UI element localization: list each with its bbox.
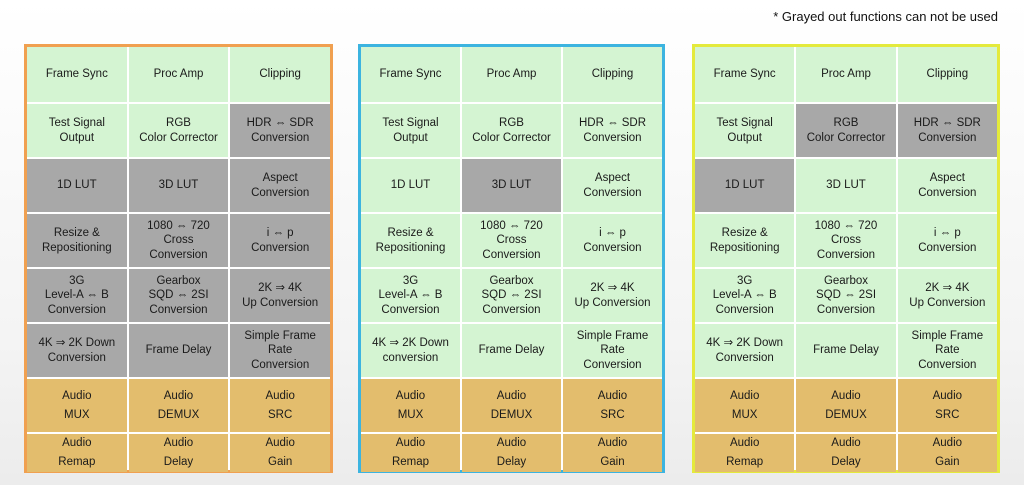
function-cell: Test Signal Output: [695, 104, 795, 157]
function-cell: Audio MUX: [27, 379, 127, 432]
function-cell: Simple Frame Rate Conversion: [563, 324, 662, 377]
function-cell: Aspect Conversion: [897, 159, 997, 212]
function-cell: Gearbox SQD ⇔ 2SI Conversion: [796, 269, 896, 322]
function-cell: HDR ⇔ SDR Conversion: [230, 104, 330, 157]
function-cell: Audio MUX: [361, 379, 460, 432]
function-cell: 4K ⇒ 2K Down Conversion: [695, 324, 795, 377]
function-cell: 1D LUT: [695, 159, 795, 212]
function-cell: Audio Delay: [128, 434, 229, 472]
function-cell: 4K ⇒ 2K Down Conversion: [27, 324, 127, 377]
function-cell: Simple Frame Rate Conversion: [230, 324, 330, 377]
function-cell: HDR ⇔ SDR Conversion: [563, 104, 662, 157]
function-cell: Aspect Conversion: [563, 159, 662, 212]
function-cell: 1080 ⇔ 720 Cross Conversion: [128, 214, 229, 267]
function-cell: 2K ⇒ 4K Up Conversion: [897, 269, 997, 322]
function-cell: Audio Remap: [695, 434, 795, 472]
function-cell: Frame Sync: [695, 47, 795, 102]
function-cell: Audio DEMUX: [462, 379, 561, 432]
function-cell: Aspect Conversion: [230, 159, 330, 212]
function-cell: RGB Color Corrector: [796, 104, 896, 157]
function-cell: Audio SRC: [230, 379, 330, 432]
function-cell: Gearbox SQD ⇔ 2SI Conversion: [128, 269, 229, 322]
function-cell: 3G Level-A ⇔ B Conversion: [695, 269, 795, 322]
function-cell: 3G Level-A ⇔ B Conversion: [361, 269, 460, 322]
function-cell: HDR ⇔ SDR Conversion: [897, 104, 997, 157]
function-cell: Audio DEMUX: [128, 379, 229, 432]
function-cell: Gearbox SQD ⇔ 2SI Conversion: [462, 269, 561, 322]
function-cell: 4K ⇒ 2K Down conversion: [361, 324, 460, 377]
function-cell: i ⇔ p Conversion: [897, 214, 997, 267]
function-cell: 1D LUT: [27, 159, 127, 212]
function-cell: Frame Delay: [128, 324, 229, 377]
function-cell: Audio Delay: [462, 434, 561, 472]
function-cell: Simple Frame Rate Conversion: [897, 324, 997, 377]
function-cell: Resize & Repositioning: [27, 214, 127, 267]
function-cell: 2K ⇒ 4K Up Conversion: [230, 269, 330, 322]
function-cell: Audio Gain: [230, 434, 330, 472]
function-cell: i ⇔ p Conversion: [230, 214, 330, 267]
function-cell: Frame Sync: [361, 47, 460, 102]
function-cell: Frame Sync: [27, 47, 127, 102]
function-cell: 3D LUT: [128, 159, 229, 212]
function-cell: Proc Amp: [462, 47, 561, 102]
grayed-out-note: * Grayed out functions can not be used: [773, 9, 998, 24]
function-cell: Test Signal Output: [27, 104, 127, 157]
function-cell: Audio Delay: [796, 434, 896, 472]
function-cell: Proc Amp: [128, 47, 229, 102]
function-cell: Audio Remap: [361, 434, 460, 472]
function-cell: 3D LUT: [796, 159, 896, 212]
function-cell: Audio SRC: [563, 379, 662, 432]
function-cell: RGB Color Corrector: [462, 104, 561, 157]
function-cell: Test Signal Output: [361, 104, 460, 157]
function-cell: RGB Color Corrector: [128, 104, 229, 157]
function-cell: 3G Level-A ⇔ B Conversion: [27, 269, 127, 322]
function-cell: Audio Remap: [27, 434, 127, 472]
function-cell: Audio SRC: [897, 379, 997, 432]
function-cell: Frame Delay: [796, 324, 896, 377]
function-cell: Resize & Repositioning: [361, 214, 460, 267]
function-cell: Audio Gain: [897, 434, 997, 472]
function-cell: Clipping: [897, 47, 997, 102]
function-cell: Audio MUX: [695, 379, 795, 432]
function-cell: 3D LUT: [462, 159, 561, 212]
function-cell: Audio Gain: [563, 434, 662, 472]
function-cell: Clipping: [230, 47, 330, 102]
function-cell: 1D LUT: [361, 159, 460, 212]
function-cell: Frame Delay: [462, 324, 561, 377]
function-cell: Clipping: [563, 47, 662, 102]
function-cell: Audio DEMUX: [796, 379, 896, 432]
function-cell: 2K ⇒ 4K Up Conversion: [563, 269, 662, 322]
function-cell: i ⇔ p Conversion: [563, 214, 662, 267]
function-cell: Resize & Repositioning: [695, 214, 795, 267]
function-cell: Proc Amp: [796, 47, 896, 102]
function-cell: 1080 ⇔ 720 Cross Conversion: [462, 214, 561, 267]
function-cell: 1080 ⇔ 720 Cross Conversion: [796, 214, 896, 267]
